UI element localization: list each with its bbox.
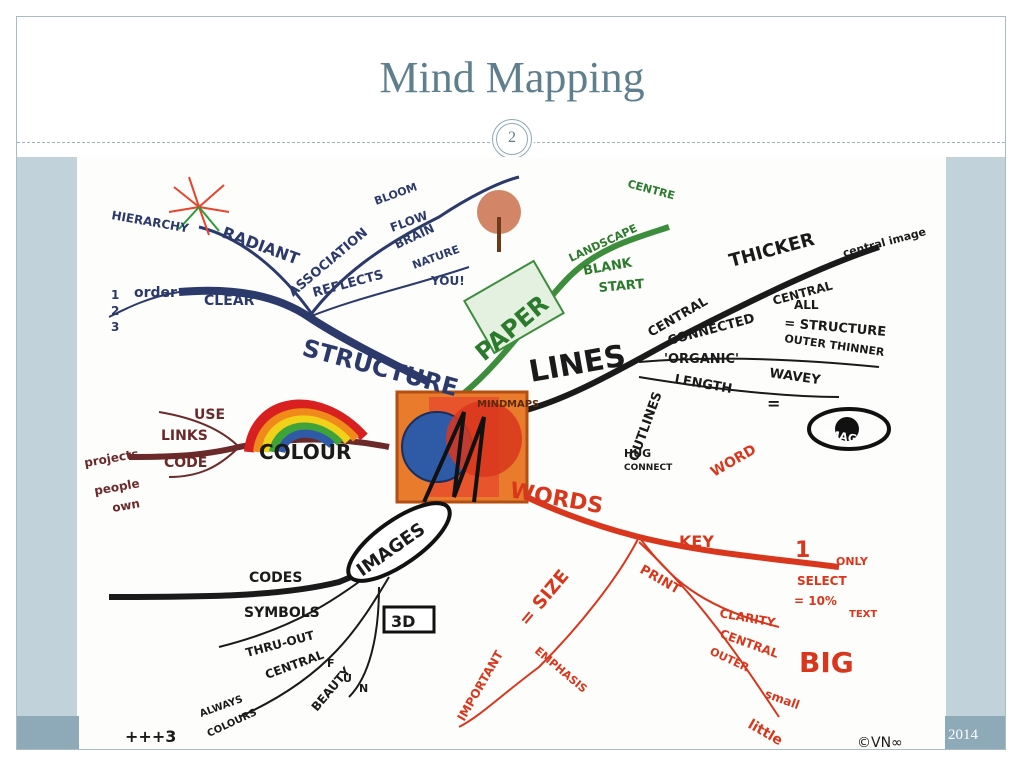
structure-bloom: BLOOM (373, 180, 419, 207)
words-ten-percent: = 10% (794, 594, 837, 608)
structure-radiant: RADIANT (220, 223, 302, 268)
words-select: SELECT (797, 574, 847, 588)
words-text: TEXT (849, 609, 877, 620)
structure-you: YOU! (430, 274, 465, 288)
slide-frame (16, 16, 1006, 750)
images-3d: 3D (391, 612, 415, 631)
words-emphasis: EMPHASIS (532, 644, 590, 695)
images-codes: CODES (249, 570, 302, 586)
colour-own: own (111, 496, 141, 515)
lines-organic: 'ORGANIC' (664, 352, 739, 367)
words-word: WORD (708, 442, 759, 481)
words-clarity: CLARITY (718, 606, 776, 630)
right-accent-band (946, 157, 1005, 749)
lines-length: LENGTH (673, 372, 733, 397)
images-fun-f: F (327, 657, 335, 670)
branch-colour-label: COLOUR (259, 440, 351, 464)
lines-image: IMAGE (823, 427, 865, 447)
colour-projects: projects (83, 447, 140, 470)
words-one: 1 (795, 538, 810, 563)
words-key: KEY (679, 532, 714, 551)
structure-order: order (134, 285, 177, 301)
structure-nature: NATURE (411, 243, 462, 272)
structure-clear: CLEAR (204, 293, 255, 309)
center-mind-label: MIND (477, 399, 507, 410)
lines-wavey: WAVEY (768, 366, 821, 388)
words-big: BIG (799, 646, 854, 679)
lines-connect: CONNECT (624, 463, 673, 473)
structure-list-1: 1 (111, 288, 119, 302)
colour-use: USE (194, 407, 225, 423)
words-little: little (745, 717, 785, 749)
structure-list-3: 3 (111, 320, 119, 334)
left-accent-band (17, 157, 77, 749)
lines-thicker: THICKER (727, 229, 817, 272)
words-print: PRINT (637, 562, 683, 597)
images-fun-u: U (343, 672, 352, 685)
lines-equals: = (767, 394, 780, 413)
footer-year: 2014 (948, 727, 978, 743)
paper-start: START (598, 277, 645, 296)
branch-structure-label: STRUCTURE (299, 334, 461, 402)
lines-hug: HUG (624, 447, 651, 460)
center-maps-label: MAPS (507, 399, 539, 410)
paper-centre: CENTRE (626, 177, 676, 202)
images-fun-n: N (359, 682, 368, 695)
lines-central-image: central image (841, 225, 927, 260)
page-number-badge: 2 (490, 117, 534, 161)
words-size: = SIZE (515, 566, 574, 630)
structure-list-2: 2 (111, 304, 119, 318)
slide-title: Mind Mapping (379, 53, 645, 102)
colour-links: LINKS (161, 428, 208, 444)
mind-map-image: STRUCTURE RADIANT HIERARCHY order CLEAR … (79, 157, 945, 749)
colour-people: people (93, 476, 141, 498)
words-small: small (763, 687, 802, 712)
structure-hierarchy: HIERARCHY (110, 208, 190, 235)
lines-all: ALL (794, 298, 819, 312)
colour-code: CODE (164, 455, 207, 471)
signature: ©VN∞ (857, 735, 903, 749)
images-symbols: SYMBOLS (244, 605, 320, 621)
images-plus-three: +++3 (125, 727, 176, 746)
page-number: 2 (508, 129, 516, 146)
words-only: ONLY (836, 555, 869, 568)
branch-lines-label: LINES (526, 338, 628, 389)
